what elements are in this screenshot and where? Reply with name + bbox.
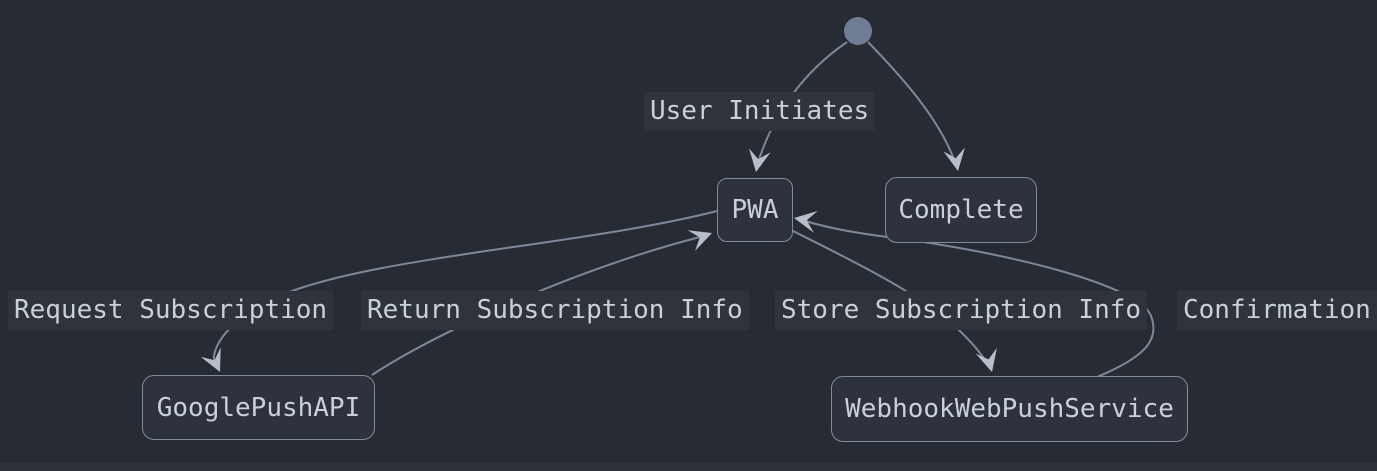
bottom-edge-strip	[0, 463, 1377, 471]
initial-state-icon	[844, 17, 872, 45]
state-node-googlepushapi-label: GooglePushAPI	[156, 392, 361, 423]
edge-label-user-initiates: User Initiates	[644, 92, 876, 131]
state-node-googlepushapi: GooglePushAPI	[142, 375, 375, 440]
state-node-pwa-label: PWA	[731, 195, 779, 225]
edge-label-store-subscription-info: Store Subscription Info	[775, 291, 1148, 330]
arrowhead-into-googlepushapi-top	[200, 347, 221, 372]
state-node-webhookwebpushservice: WebhookWebPushService	[831, 376, 1188, 442]
edge-label-return-subscription-info: Return Subscription Info	[361, 291, 749, 330]
arrowhead-into-pwa-top	[749, 148, 771, 172]
arrowhead-into-pwa-bottom-left	[687, 230, 712, 251]
edge-initial-to-complete	[867, 41, 957, 166]
edge-webhookwebpushservice-to-pwa	[798, 218, 1155, 378]
arrowhead-into-pwa-right	[794, 211, 818, 233]
state-node-webhookwebpushservice-label: WebhookWebPushService	[845, 394, 1174, 424]
state-node-pwa: PWA	[717, 178, 793, 242]
edge-label-request-subscription: Request Subscription	[8, 291, 334, 330]
edge-label-confirmation: Confirmation	[1177, 291, 1377, 330]
arrowhead-into-webhookwebpushservice-top	[975, 347, 997, 372]
arrowhead-into-complete-top	[943, 147, 965, 171]
state-node-complete-label: Complete	[898, 195, 1024, 225]
state-node-complete: Complete	[885, 177, 1037, 243]
